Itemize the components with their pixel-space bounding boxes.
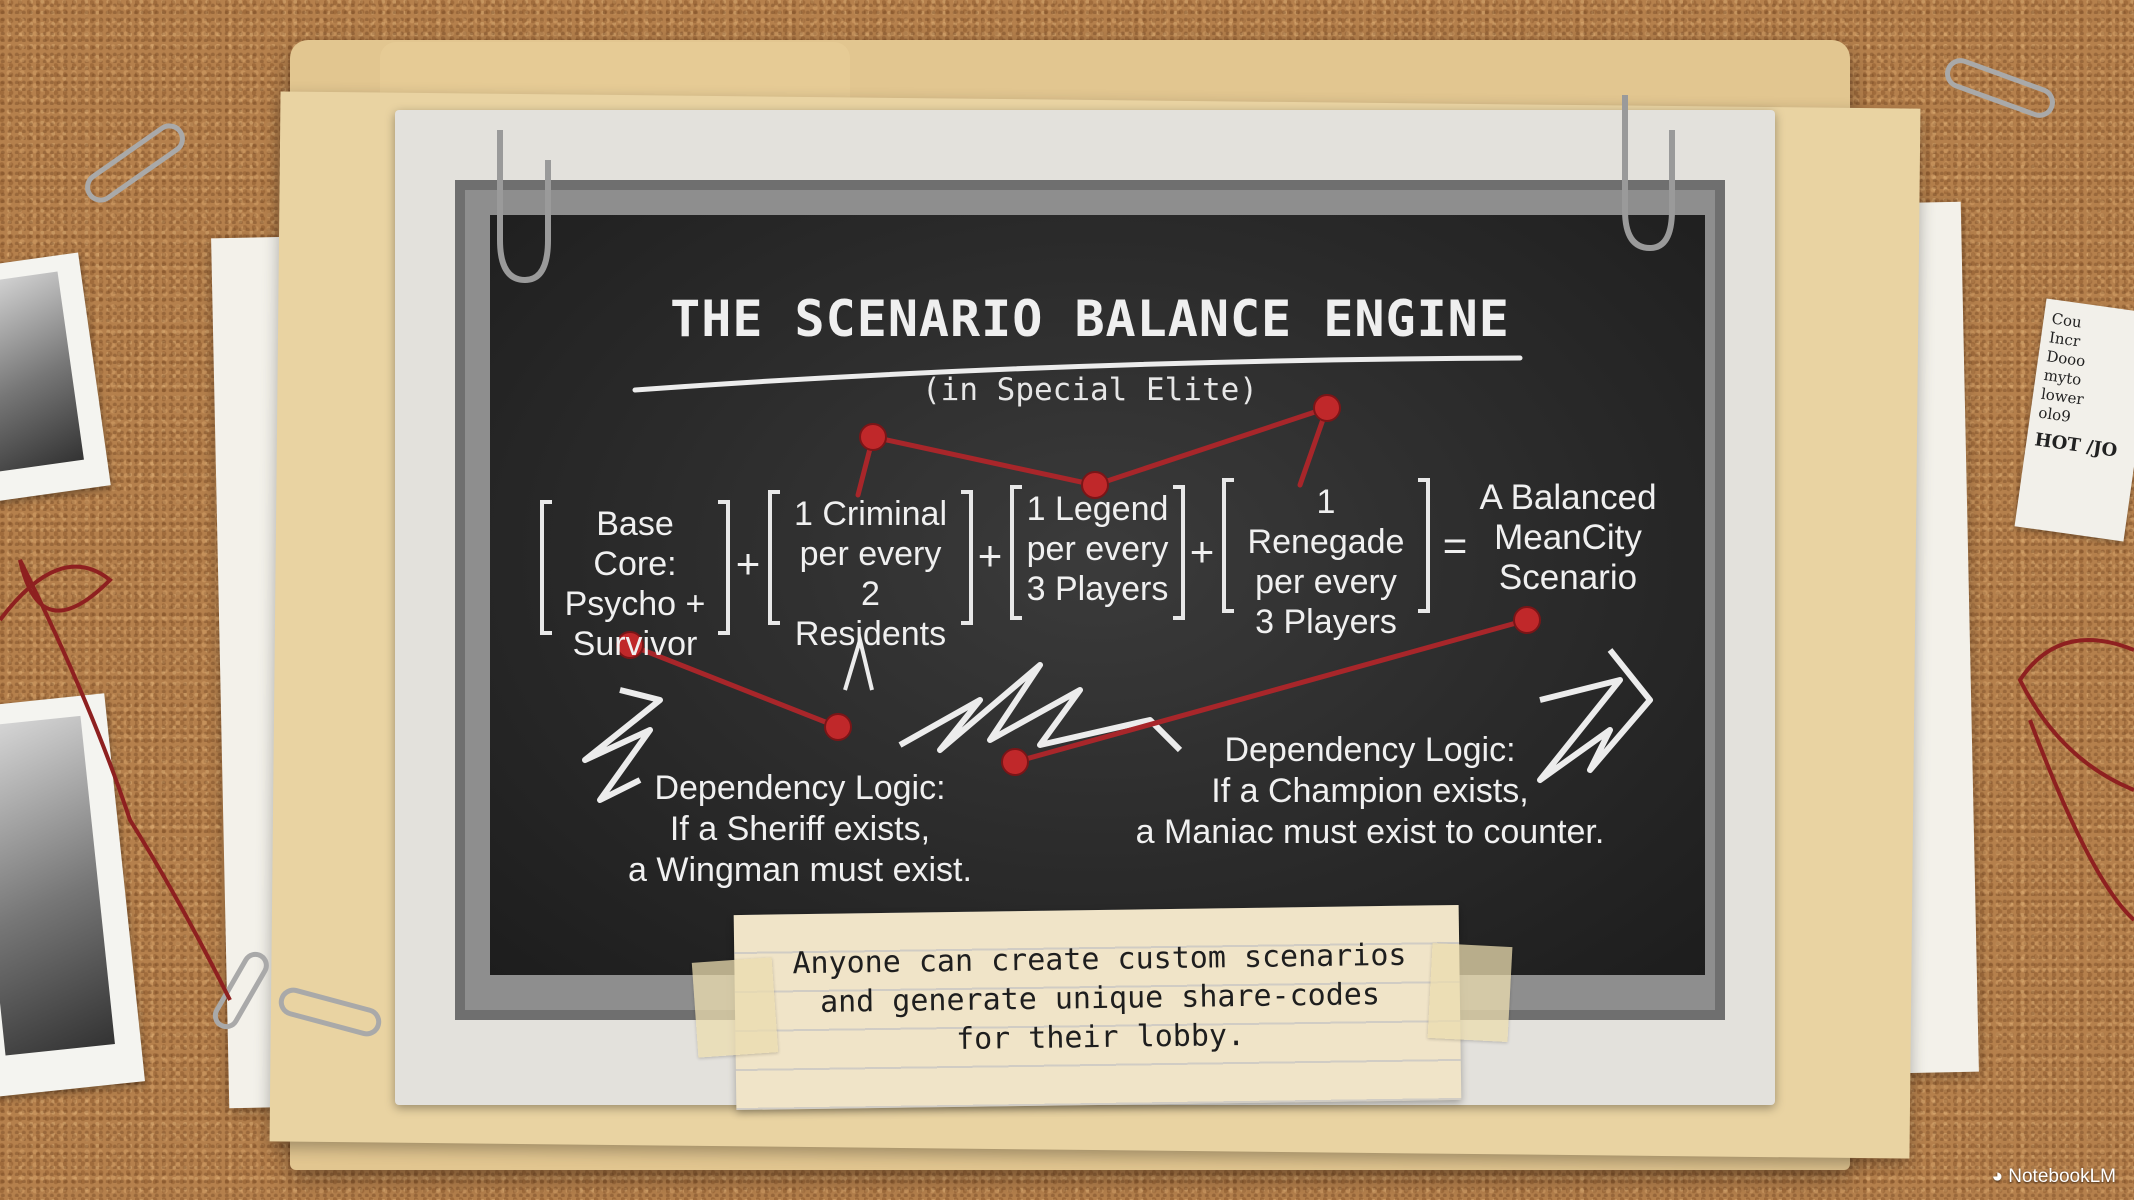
- pushpin-icon: [616, 631, 644, 659]
- binder-clip-icon: [497, 130, 551, 284]
- chalk-scribble-right: [1537, 648, 1653, 783]
- paperclip-icon: [85, 123, 185, 203]
- board-title: THE SCENARIO BALANCE ENGINE: [670, 290, 1510, 348]
- notebooklm-logo-icon: ◕: [1991, 1166, 2003, 1187]
- red-string-1: [870, 434, 1098, 488]
- title-underline: [632, 355, 1523, 393]
- binder-clip-icon: [1622, 95, 1675, 252]
- pushpin-icon: [1001, 748, 1029, 776]
- red-string-6: [1012, 617, 1530, 765]
- formula-term-base-core: Base Core: Psycho + Survivor: [540, 500, 730, 663]
- chalk-scribble-middle: [898, 662, 1183, 753]
- pushpin-icon: [1081, 471, 1109, 499]
- dependency-note-champion: Dependency Logic: If a Champion exists, …: [1135, 731, 1605, 851]
- plus-sign: +: [977, 532, 1003, 579]
- chalk-arrow: [843, 632, 874, 691]
- formula-term-criminal: 1 Criminal per every 2 Residents: [768, 490, 973, 653]
- chalkboard: [490, 215, 1705, 975]
- equals-sign: =: [1442, 522, 1468, 569]
- pushpin-icon: [1513, 606, 1541, 634]
- dependency-note-sheriff: Dependency Logic: If a Sheriff exists, a…: [628, 769, 972, 889]
- index-card-text: Anyone can create custom scenarios and g…: [792, 937, 1407, 1058]
- yarn-right: [2017, 638, 2134, 922]
- formula-term-legend: 1 Legend per every 3 Players: [1010, 485, 1185, 620]
- plus-sign: +: [1189, 528, 1215, 575]
- pushpin-icon: [1313, 394, 1341, 422]
- red-string-2: [1092, 405, 1330, 488]
- notebooklm-watermark: ◕ NotebookLM: [1991, 1166, 2117, 1187]
- board-subtitle: (in Special Elite): [922, 372, 1258, 408]
- pushpin-icon: [859, 423, 887, 451]
- plus-sign: +: [735, 540, 761, 587]
- formula-result: A Balanced MeanCity Scenario: [1479, 478, 1657, 597]
- chalk-scribble-left: [582, 687, 663, 803]
- formula-term-renegade: 1 Renegade per every 3 Players: [1222, 478, 1430, 641]
- paperclip-icon: [212, 951, 269, 1030]
- red-string-5: [627, 642, 841, 730]
- paperclip-icon: [1945, 58, 2055, 118]
- pushpin-icon: [824, 713, 852, 741]
- paperclip-icon: [278, 987, 382, 1037]
- yarn-left: [0, 559, 232, 1001]
